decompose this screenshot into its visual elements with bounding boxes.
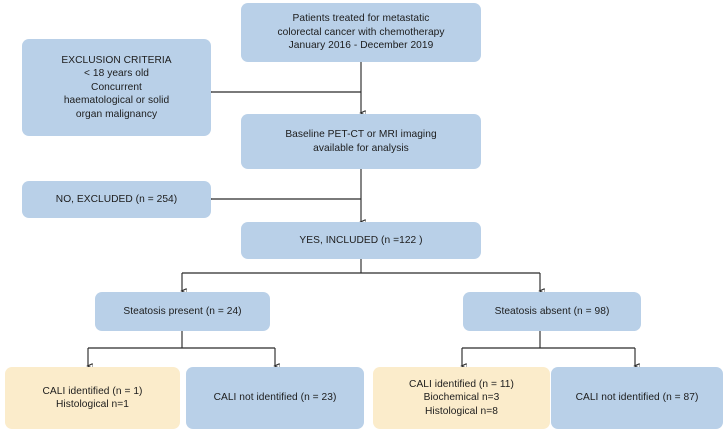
- node-steatosis-present[interactable]: Steatosis present (n = 24): [95, 292, 270, 331]
- node-baseline-imaging[interactable]: Baseline PET-CT or MRI imaging available…: [241, 114, 481, 169]
- node-cohort[interactable]: Patients treated for metastatic colorect…: [241, 3, 481, 62]
- node-cali-identified-steatosis-present[interactable]: CALI identified (n = 1) Histological n=1: [5, 367, 180, 429]
- node-no-excluded[interactable]: NO, EXCLUDED (n = 254): [22, 181, 211, 218]
- node-cali-not-identified-steatosis-absent[interactable]: CALI not identified (n = 87): [551, 367, 723, 429]
- node-cali-not-identified-steatosis-present[interactable]: CALI not identified (n = 23): [186, 367, 364, 429]
- node-cali-identified-steatosis-absent[interactable]: CALI identified (n = 11) Biochemical n=3…: [373, 367, 550, 429]
- node-exclusion-criteria[interactable]: EXCLUSION CRITERIA < 18 years old Concur…: [22, 39, 211, 136]
- node-yes-included[interactable]: YES, INCLUDED (n =122 ): [241, 222, 481, 259]
- node-steatosis-absent[interactable]: Steatosis absent (n = 98): [463, 292, 641, 331]
